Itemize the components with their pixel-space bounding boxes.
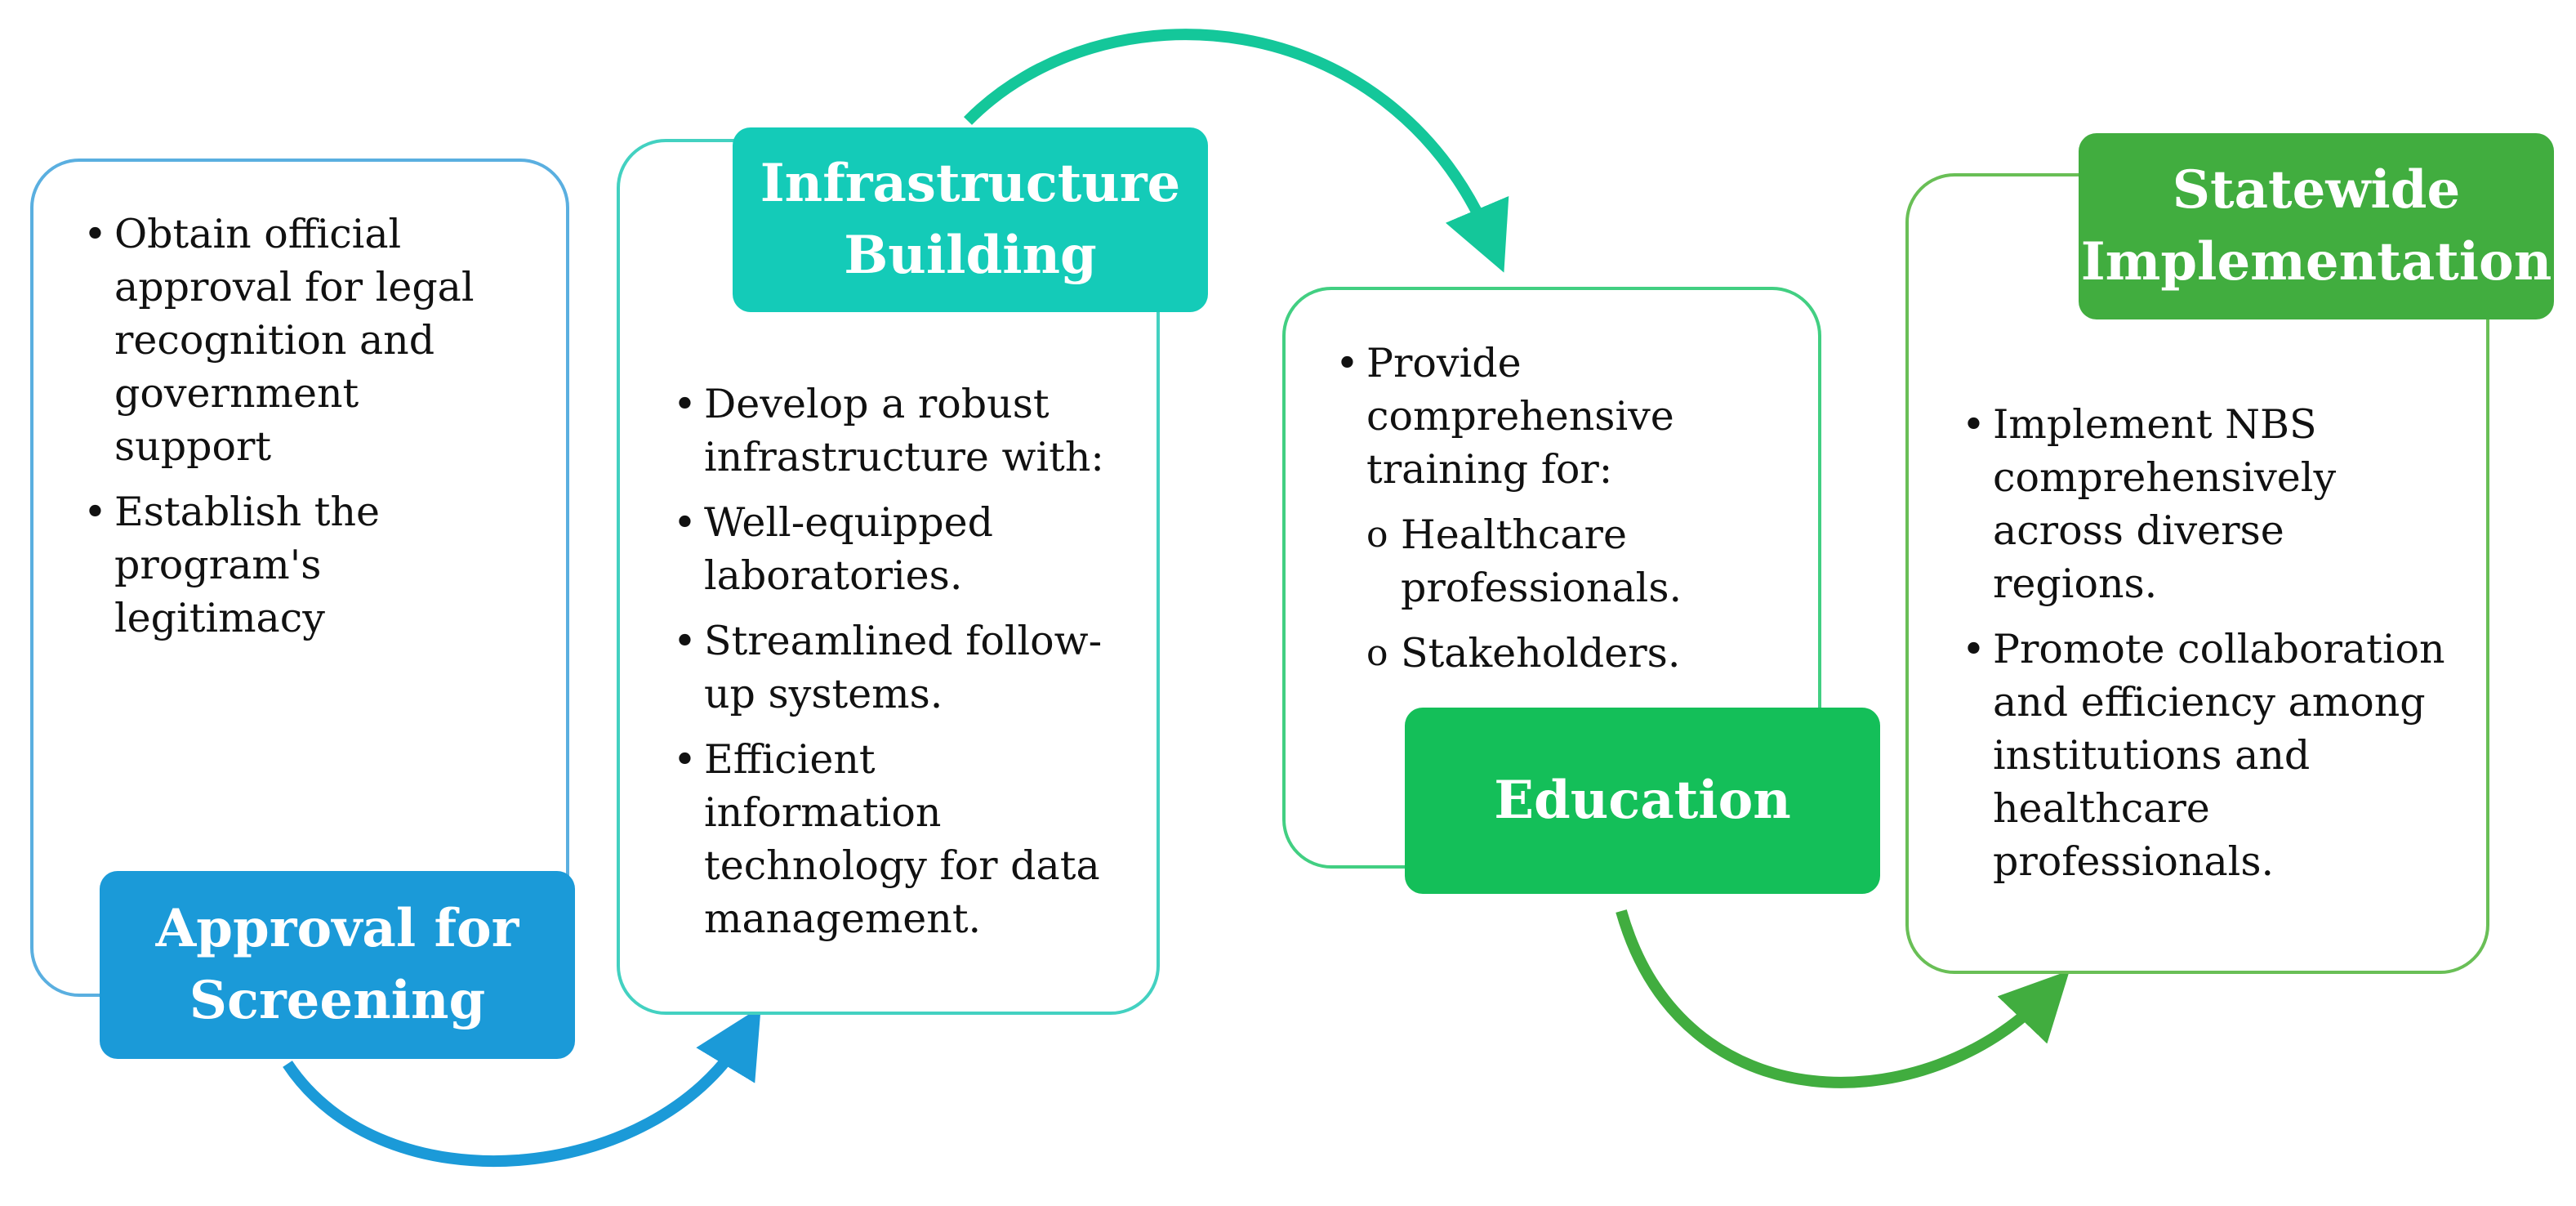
list-item: •Obtain official approval for legal reco… <box>83 211 475 470</box>
list-item: •Provide comprehensive training for: <box>1335 340 1674 493</box>
infrastructure-stage-title: Infrastructure Building <box>733 127 1208 312</box>
list-item: •Well-equipped laboratories. <box>673 499 993 599</box>
list-item: •Efficient information technology for da… <box>673 736 1100 942</box>
list-item: •Develop a robust infrastructure with: <box>673 381 1104 480</box>
list-item: •Establish the program's legitimacy <box>83 489 381 641</box>
list-item: •Promote collaboration and efficiency am… <box>1962 626 2445 885</box>
infrastructure-bullets: •Develop a robust infrastructure with: •… <box>673 377 1112 958</box>
arrow-approval-to-infrastructure <box>283 1007 761 1168</box>
approval-card <box>30 159 569 997</box>
arrow-infrastructure-to-education <box>964 29 1509 273</box>
list-item: •Streamlined follow-up systems. <box>673 618 1103 717</box>
implementation-bullets: •Implement NBS comprehensively across di… <box>1962 398 2458 900</box>
approval-bullets: •Obtain official approval for legal reco… <box>83 208 498 657</box>
implementation-stage-title: Statewide Implementation <box>2079 133 2554 319</box>
list-item: •Implement NBS comprehensively across di… <box>1962 401 2337 607</box>
education-stage-title: Education <box>1405 708 1880 894</box>
arrow-education-to-implementation <box>1616 909 2070 1088</box>
approval-stage-title: Approval for Screening <box>100 871 575 1059</box>
